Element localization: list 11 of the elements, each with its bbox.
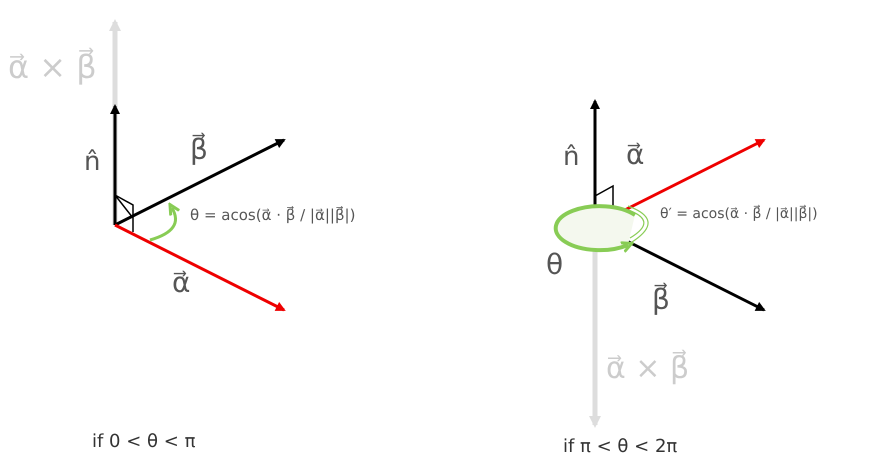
formula-label: θ′ = acos(α⃗ · β⃗ / |α⃗||β⃗|) <box>660 207 818 222</box>
math-label: α⃗ <box>172 268 190 299</box>
math-label: α⃗ <box>626 140 644 171</box>
condition-text: if π < θ < 2π <box>563 437 678 457</box>
condition-text: if 0 < θ < π <box>92 432 196 452</box>
math-label: β⃗ <box>190 135 208 166</box>
math-label: n̂ <box>563 143 580 172</box>
formula-label: θ = acos(α⃗ · β⃗ / |α⃗||β⃗|) <box>190 207 356 224</box>
math-label: β⃗ <box>652 285 670 316</box>
math-label: θ <box>546 250 564 281</box>
math-label: n̂ <box>84 148 100 177</box>
